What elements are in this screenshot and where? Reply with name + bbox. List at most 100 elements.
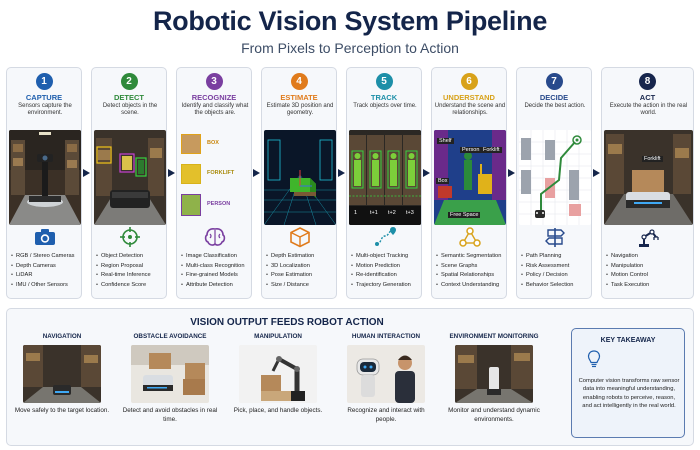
key-takeaway-text: Computer vision transforms raw sensor da…: [578, 378, 680, 410]
stage-feature-list: Depth Estimation 3D Localization Pose Es…: [266, 252, 336, 290]
use-case-environment-monitoring: ENVIRONMENT MONITORING Monitor and under…: [445, 333, 543, 441]
brain-icon: [203, 226, 227, 248]
navigation-image: [23, 345, 101, 403]
stage-detect: 2 DETECT Detect objects in the scene.: [91, 67, 167, 299]
arrow-right-icon: [593, 169, 600, 177]
stage-title: UNDERSTAND: [443, 93, 495, 102]
page-subtitle: From Pixels to Perception to Action: [241, 40, 459, 56]
arrow-right-icon: [508, 169, 515, 177]
signpost-icon: [543, 226, 567, 248]
use-case-description: Move safely to the target location.: [14, 407, 110, 414]
stage-description: Detect objects in the scene.: [102, 103, 158, 117]
stage-description: Identify and classify what the objects a…: [181, 103, 249, 117]
stage-title: DETECT: [114, 93, 144, 102]
stage-feature-list: Navigation Manipulation Motion Control T…: [606, 252, 676, 290]
recognize-image: BOX FORKLIFT PERSON: [179, 130, 251, 225]
list-item: Attribute Detection: [181, 281, 251, 291]
stage-number: 4: [290, 73, 308, 90]
lightbulb-icon: [587, 350, 601, 370]
forklift-thumbnail: [181, 164, 201, 184]
use-case-title: ENVIRONMENT MONITORING: [449, 333, 539, 340]
pipeline-stages: 1 CAPTURE Sensors capture the environmen…: [6, 67, 694, 299]
class-label-box: BOX: [207, 140, 219, 146]
list-item: Task Execution: [606, 281, 676, 291]
estimate-image: [264, 130, 336, 225]
list-item: Object Detection: [96, 252, 166, 262]
stage-understand: 6 UNDERSTAND Understand the scene and re…: [431, 67, 507, 299]
list-item: Manipulation: [606, 262, 676, 272]
stage-title: TRACK: [370, 93, 398, 102]
class-label-forklift: FORKLIFT: [207, 170, 235, 176]
frame-label: t+1: [370, 210, 378, 216]
use-case-title: NAVIGATION: [42, 333, 82, 340]
stage-title: DECIDE: [539, 93, 569, 102]
arrow-right-icon: [338, 169, 345, 177]
list-item: Image Classification: [181, 252, 251, 262]
box-thumbnail: [181, 134, 201, 154]
capture-image: [9, 130, 81, 225]
list-item: Navigation: [606, 252, 676, 262]
use-case-description: Recognize and interact with people.: [347, 407, 425, 423]
stage-feature-list: Semantic Segmentation Scene Graphs Spati…: [436, 252, 506, 290]
section-title: VISION OUTPUT FEEDS ROBOT ACTION: [190, 317, 384, 328]
arrow-right-icon: [168, 169, 175, 177]
use-case-title: HUMAN INTERACTION: [351, 333, 421, 340]
page-title: Robotic Vision System Pipeline: [152, 6, 548, 36]
list-item: IMU / Other Sensors: [11, 281, 81, 291]
use-case-manipulation: MANIPULATION Pick, place, and handle obj…: [229, 333, 327, 441]
track-image: 1 t+1 t+2 t+3: [349, 130, 421, 225]
stage-title: CAPTURE: [25, 93, 63, 102]
stage-feature-list: Image Classification Multi-class Recogni…: [181, 252, 251, 290]
frame-label: 1: [354, 210, 358, 216]
stage-decide: 7 DECIDE Decide the best action.: [516, 67, 592, 299]
stage-feature-list: Object Detection Region Proposal Real-ti…: [96, 252, 166, 290]
list-item: Pose Estimation: [266, 271, 336, 281]
list-item: 3D Localization: [266, 262, 336, 272]
stage-title: RECOGNIZE: [191, 93, 237, 102]
frame-label: t+3: [406, 210, 414, 216]
list-item: Size / Distance: [266, 281, 336, 291]
list-item: RGB / Stereo Cameras: [11, 252, 81, 262]
understand-image: Shelf Person Forklift Box Free Space: [434, 130, 506, 225]
stage-number: 6: [460, 73, 478, 90]
use-case-title: OBSTACLE AVOIDANCE: [133, 333, 207, 340]
segment-label-free-space: Free Space: [448, 212, 481, 218]
stage-number: 8: [639, 73, 656, 90]
list-item: Confidence Score: [96, 281, 166, 291]
arrow-right-icon: [423, 169, 430, 177]
robot-arm-icon: [636, 226, 660, 248]
list-item: Multi-object Tracking: [351, 252, 421, 262]
list-item: LiDAR: [11, 271, 81, 281]
list-item: Region Proposal: [96, 262, 166, 272]
stage-number: 2: [120, 73, 138, 90]
class-label-person: PERSON: [207, 201, 231, 207]
list-item: Motion Control: [606, 271, 676, 281]
stage-feature-list: RGB / Stereo Cameras Depth Cameras LiDAR…: [11, 252, 81, 290]
list-item: Depth Cameras: [11, 262, 81, 272]
stage-act: 8 ACT Execute the action in the real wor…: [601, 67, 694, 299]
use-case-human-interaction: HUMAN INTERACTION Recognize and interact…: [337, 333, 435, 441]
use-case-description: Monitor and understand dynamic environme…: [448, 407, 540, 423]
use-case-navigation: NAVIGATION Move safely to the target loc…: [13, 333, 111, 441]
use-case-description: Pick, place, and handle objects.: [233, 407, 323, 414]
stage-estimate: 4 ESTIMATE Estimate 3D position and geom…: [261, 67, 337, 299]
stage-feature-list: Path Planning Risk Assessment Policy / D…: [521, 252, 591, 290]
list-item: Semantic Segmentation: [436, 252, 506, 262]
camera-icon: [33, 226, 57, 248]
segment-label-person: Person: [460, 147, 482, 153]
list-item: Context Understanding: [436, 281, 506, 291]
arrow-right-icon: [253, 169, 260, 177]
arrow-right-icon: [83, 169, 90, 177]
list-item: Behavior Selection: [521, 281, 591, 291]
list-item: Risk Assessment: [521, 262, 591, 272]
list-item: Fine-grained Models: [181, 271, 251, 281]
stage-description: Execute the action in the real world.: [609, 103, 688, 117]
stage-description: Track objects over time.: [353, 103, 417, 109]
cube-icon: [288, 226, 312, 248]
list-item: Depth Estimation: [266, 252, 336, 262]
list-item: Motion Prediction: [351, 262, 421, 272]
stage-recognize: 3 RECOGNIZE Identify and classify what t…: [176, 67, 252, 299]
list-item: Re-identification: [351, 271, 421, 281]
stage-number: 3: [205, 73, 223, 90]
stage-capture: 1 CAPTURE Sensors capture the environmen…: [6, 67, 82, 299]
